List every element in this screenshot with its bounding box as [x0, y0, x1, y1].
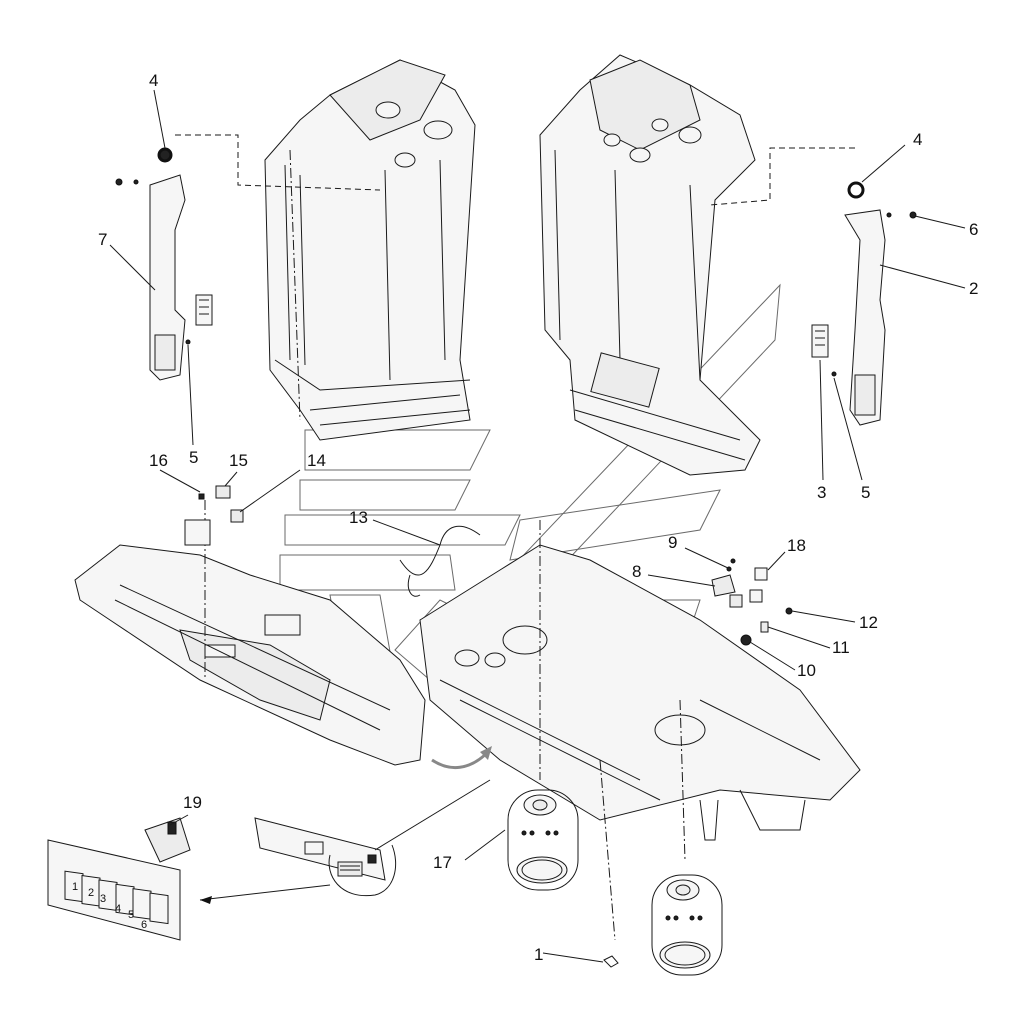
callout-2: 2 — [969, 279, 978, 298]
callout-11: 11 — [832, 638, 850, 657]
callout-4-right: 4 — [913, 130, 922, 149]
slot-number-3: 3 — [100, 893, 106, 905]
callout-14: 14 — [307, 451, 326, 470]
callout-15: 15 — [229, 451, 248, 470]
leader-lines — [109, 89, 966, 963]
slot-number-1: 1 — [72, 881, 78, 893]
cable-harness — [399, 525, 481, 597]
clip-part — [603, 955, 619, 968]
callout-12: 12 — [859, 613, 878, 632]
callout-4-left: 4 — [149, 71, 158, 90]
callout-16: 16 — [149, 451, 168, 470]
slot-number-2: 2 — [88, 887, 94, 899]
slot-number-5: 5 — [128, 909, 134, 921]
callout-19: 19 — [183, 793, 202, 812]
callout-9: 9 — [668, 533, 677, 552]
switch-panel-detail: 1 2 3 4 5 6 — [47, 779, 491, 941]
right-rear-panel — [539, 54, 761, 476]
left-console — [74, 485, 426, 766]
callout-13: 13 — [349, 508, 368, 527]
speaker-assembly-upper — [507, 789, 579, 891]
callout-18: 18 — [787, 536, 806, 555]
callout-8: 8 — [632, 562, 641, 581]
callout-17: 17 — [433, 853, 452, 872]
main-floor-assembly — [419, 520, 861, 941]
pillar-trim-left — [115, 147, 213, 381]
callout-6: 6 — [969, 220, 978, 239]
callout-5-left: 5 — [189, 448, 198, 467]
pillar-trim-right — [811, 181, 917, 426]
callout-labels: 1 2 3 4 4 5 5 6 7 8 9 10 11 12 13 14 15 … — [98, 71, 978, 964]
callout-7: 7 — [98, 230, 107, 249]
speaker-assembly-lower — [651, 874, 723, 976]
left-rear-panel — [264, 59, 476, 441]
callout-10: 10 — [797, 661, 816, 680]
callout-3: 3 — [817, 483, 826, 502]
transfer-arrow — [431, 750, 490, 770]
callout-5-right: 5 — [861, 483, 870, 502]
dashed-connector-right — [709, 147, 855, 206]
dashed-connector-left — [175, 134, 381, 191]
slot-number-6: 6 — [141, 919, 147, 931]
callout-1: 1 — [534, 945, 543, 964]
slot-number-4: 4 — [115, 903, 121, 915]
